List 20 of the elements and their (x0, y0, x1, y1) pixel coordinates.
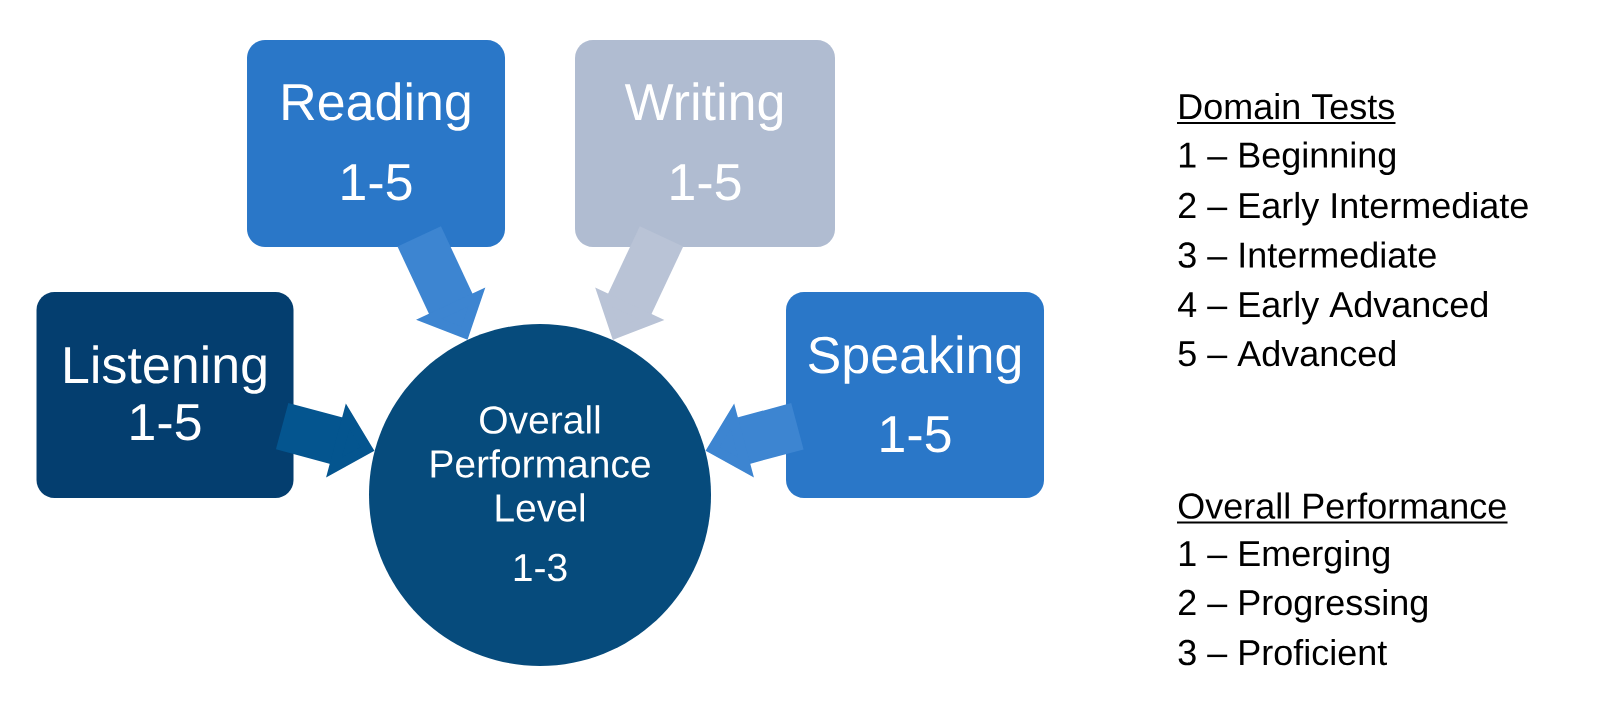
heading-text: Speaking (808, 335, 1021, 384)
circle-heading: Overall Performance Level (431, 405, 650, 522)
score-range: 1-3 (514, 553, 567, 582)
score-range: 1-5 (342, 164, 412, 201)
key-item: 5 – Advanced (1178, 339, 1395, 367)
heading-text: Reading (283, 82, 470, 131)
key-heading: Overall Performance (1176, 492, 1509, 524)
key-item: 1 – Emerging (1179, 539, 1389, 574)
key-item: 3 – Proficient (1178, 638, 1387, 666)
key-item: 3 – Intermediate (1178, 241, 1436, 268)
key-item: 4 – Early Advanced (1178, 290, 1487, 325)
heading-text: Listening (65, 345, 266, 394)
key-item: 2 – Early Intermediate (1179, 191, 1528, 226)
score-range: 1-5 (131, 404, 201, 441)
key-heading: Domain Tests (1176, 92, 1397, 124)
score-range: 1-5 (671, 164, 741, 201)
score-range: 1-5 (881, 416, 951, 453)
heading-text: Writing (624, 82, 783, 131)
key-item: 2 – Progressing (1179, 588, 1427, 623)
key-item: 1 – Beginning (1179, 141, 1395, 175)
